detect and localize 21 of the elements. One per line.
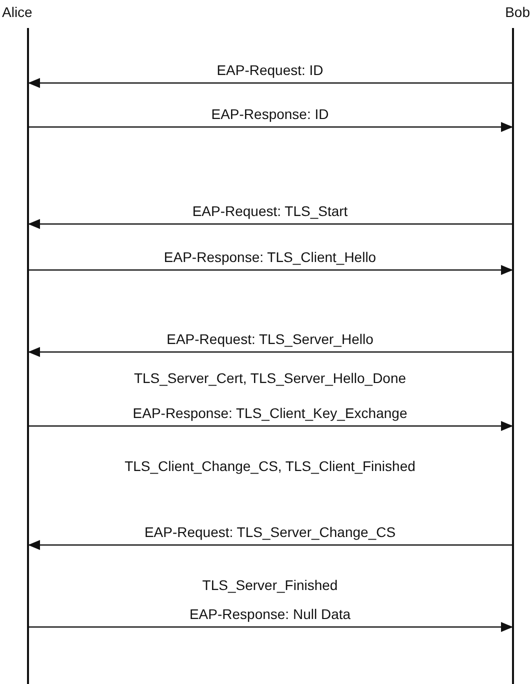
participant-label: Alice bbox=[2, 4, 32, 20]
message-arrow bbox=[28, 421, 513, 431]
message-label: TLS_Server_Finished bbox=[202, 577, 338, 593]
message-label: EAP-Response: TLS_Client_Key_Exchange bbox=[132, 405, 408, 421]
message-label: EAP-Request: ID bbox=[216, 62, 324, 78]
message-label: EAP-Response: ID bbox=[211, 106, 329, 122]
message-label: TLS_Client_Change_CS, TLS_Client_Finished bbox=[124, 458, 416, 474]
message-label: EAP-Response: Null Data bbox=[189, 606, 351, 622]
message-arrow bbox=[28, 265, 513, 275]
message-label: EAP-Request: TLS_Server_Change_CS bbox=[144, 524, 396, 540]
message-label: EAP-Response: TLS_Client_Hello bbox=[164, 249, 376, 265]
participant-label: Bob bbox=[505, 4, 530, 20]
message-arrow bbox=[28, 347, 513, 357]
message-arrow bbox=[28, 622, 513, 632]
message-label: EAP-Request: TLS_Start bbox=[192, 203, 348, 219]
message-label: TLS_Server_Cert, TLS_Server_Hello_Done bbox=[134, 370, 406, 386]
message-arrow bbox=[28, 540, 513, 550]
message-arrow bbox=[28, 122, 513, 132]
message-arrow bbox=[28, 78, 513, 88]
message-arrow bbox=[28, 219, 513, 229]
message-label: EAP-Request: TLS_Server_Hello bbox=[166, 331, 374, 347]
